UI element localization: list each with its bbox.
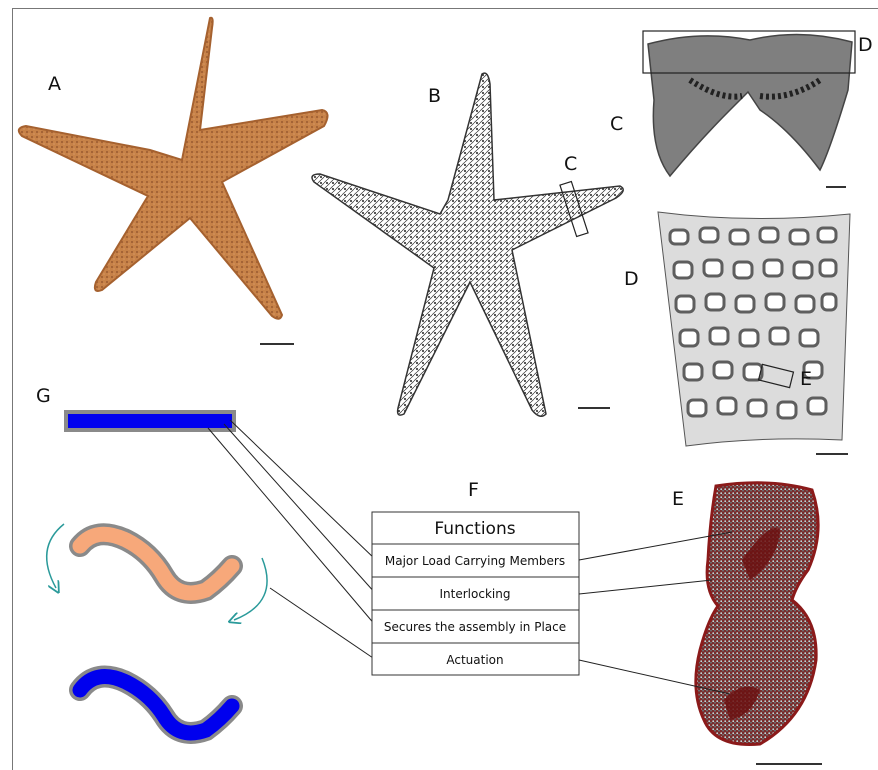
callout-label-d: D: [858, 34, 873, 56]
functions-header: Functions: [434, 519, 515, 539]
function-row-secures: Secures the assembly in Place: [384, 620, 566, 634]
callout-label-c: C: [564, 153, 577, 175]
actuation-arrow-left: [47, 524, 64, 588]
panel-label-e: E: [672, 488, 684, 510]
ossicle-lattice-d: [658, 212, 850, 446]
function-row-load: Major Load Carrying Members: [385, 554, 565, 568]
load-member-bar: [66, 412, 234, 430]
panel-label-a: A: [48, 73, 61, 95]
starfish-photo-a: [19, 18, 328, 319]
starfish-skeleton-b: [312, 73, 623, 416]
panel-label-b: B: [428, 85, 441, 107]
panel-label-d: D: [624, 268, 639, 290]
panel-label-c: C: [610, 113, 623, 135]
ossicle-render-e: [696, 483, 818, 745]
cross-section-c: [648, 34, 852, 176]
function-row-interlocking: Interlocking: [440, 587, 511, 601]
panel-label-f: F: [468, 479, 479, 501]
panel-label-g: G: [36, 385, 51, 407]
function-row-actuation: Actuation: [446, 653, 503, 667]
callout-label-e: E: [800, 368, 812, 390]
g-connectors: [208, 420, 376, 660]
functions-table: Functions Major Load Carrying Members In…: [372, 512, 579, 675]
